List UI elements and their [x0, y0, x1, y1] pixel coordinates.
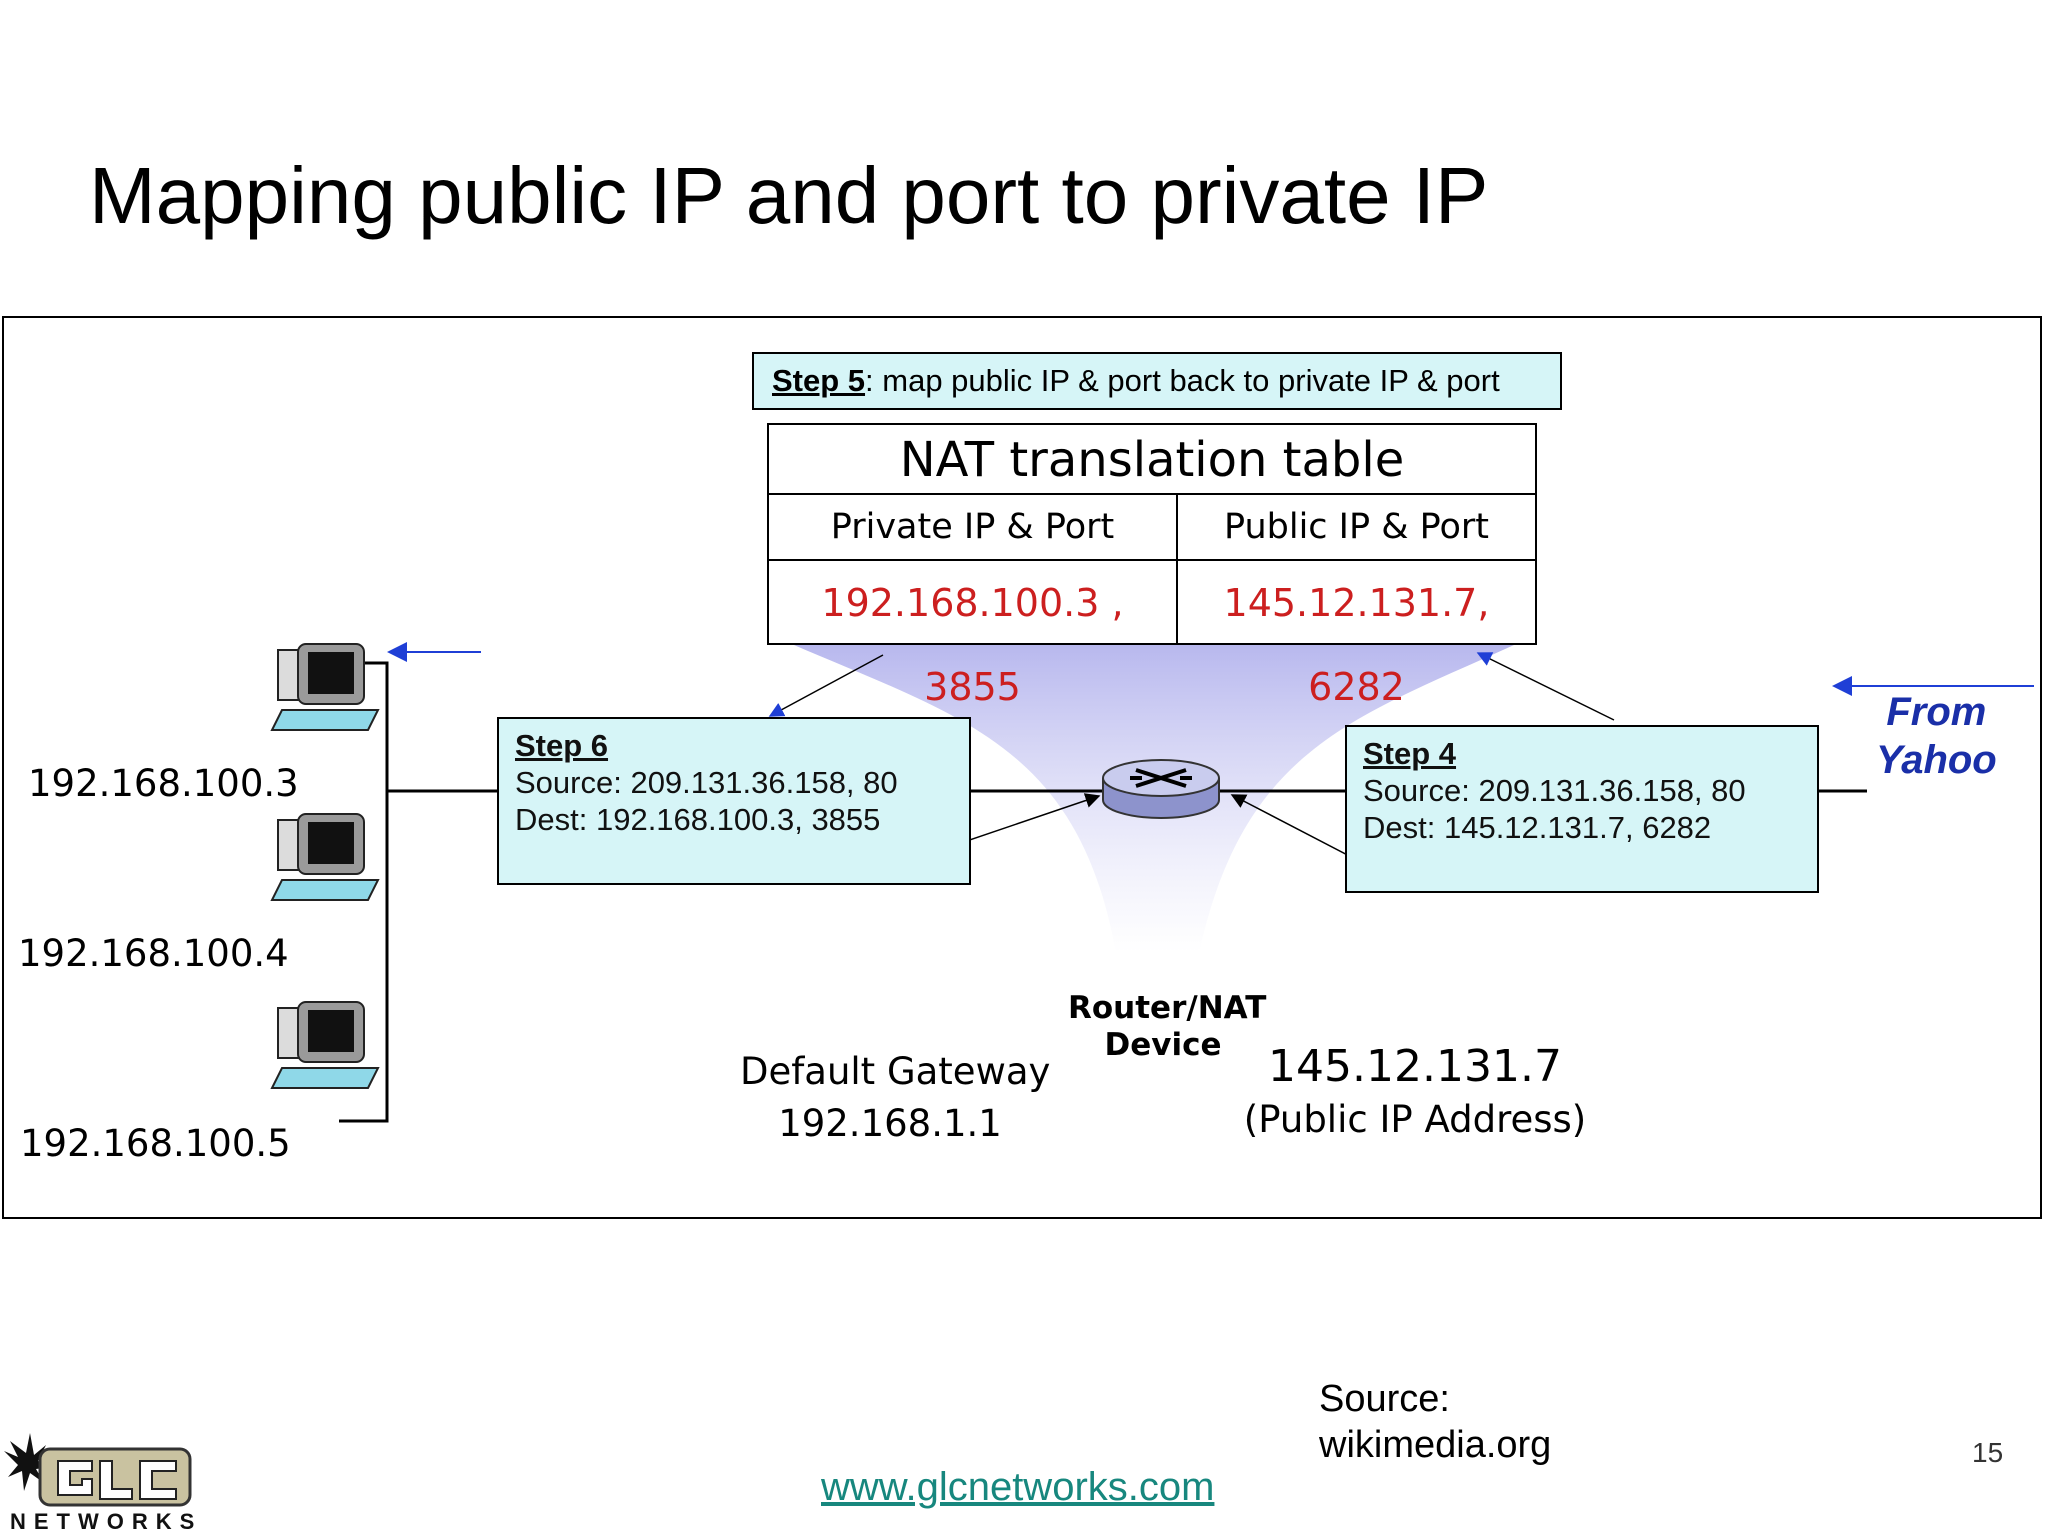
- gateway-ip: 192.168.1.1: [778, 1102, 1002, 1145]
- nat-cell-private: 192.168.100.3 , 3855: [821, 581, 1124, 709]
- router-label-line2: Device: [1104, 1027, 1222, 1063]
- host-ip-label: 192.168.100.3: [28, 762, 299, 805]
- nat-cell-public: 145.12.131.7, 6282: [1223, 581, 1490, 709]
- router-label-line1: Router/NAT: [1068, 990, 1267, 1026]
- logo-graphic: [4, 1433, 192, 1507]
- source-credit: Source: wikimedia.org: [1319, 1376, 1551, 1468]
- host3-link: [339, 791, 389, 1123]
- logo-wordmark: NETWORKS: [10, 1509, 203, 1534]
- nat-header-public: Public IP & Port: [1178, 495, 1535, 561]
- source-value: wikimedia.org: [1319, 1424, 1552, 1466]
- from-yahoo-line1: From: [1886, 690, 1987, 734]
- host-ip-label: 192.168.100.5: [20, 1122, 291, 1165]
- default-gateway-label: Default Gateway 192.168.1.1: [740, 1046, 1051, 1150]
- nat-translation-table: NAT translation table Private IP & Port …: [767, 423, 1537, 709]
- computer-icon: [270, 643, 380, 731]
- router-icon: [1102, 759, 1220, 819]
- nat-col-private: Private IP & Port 192.168.100.3 , 3855: [769, 495, 1178, 709]
- step4-box: Step 4 Source: 209.131.36.158, 80 Dest: …: [1345, 725, 1819, 893]
- step6-heading: Step 6: [515, 728, 609, 763]
- public-ip-caption: (Public IP Address): [1243, 1098, 1587, 1141]
- source-label: Source:: [1319, 1378, 1450, 1420]
- arrow-step4-to-table: [1476, 652, 1615, 721]
- computer-icon: [270, 813, 380, 901]
- step6-dest: Dest: 192.168.100.3, 3855: [515, 802, 881, 837]
- public-ip-label: 145.12.131.7 (Public IP Address): [1240, 1038, 1590, 1144]
- slide-title: Mapping public IP and port to private IP: [89, 151, 1489, 240]
- step4-heading: Step 4: [1363, 736, 1457, 771]
- page-number: 15: [1972, 1437, 2004, 1468]
- public-ip-value: 145.12.131.7: [1268, 1041, 1562, 1092]
- step6-box: Step 6 Source: 209.131.36.158, 80 Dest: …: [497, 717, 971, 885]
- nat-col-public: Public IP & Port 145.12.131.7, 6282: [1178, 495, 1535, 709]
- step5-heading: Step 5: [772, 363, 866, 398]
- nat-table-title: NAT translation table: [769, 425, 1535, 495]
- step6-source: Source: 209.131.36.158, 80: [515, 765, 898, 800]
- network-diagram: [270, 642, 2034, 1123]
- diagram-frame: [2, 316, 2042, 1219]
- computer-icon: [270, 1001, 380, 1089]
- step4-dest: Dest: 145.12.131.7, 6282: [1363, 810, 1712, 845]
- arrow-to-step6: [768, 654, 884, 717]
- step4-source: Source: 209.131.36.158, 80: [1363, 773, 1746, 808]
- step5-box: Step 5: map public IP & port back to pri…: [752, 352, 1562, 410]
- host-ip-label: 192.168.100.4: [18, 932, 289, 975]
- website-link[interactable]: www.glcnetworks.com: [821, 1465, 1215, 1509]
- nat-header-private: Private IP & Port: [769, 495, 1176, 561]
- from-yahoo-line2: Yahoo: [1876, 738, 1997, 782]
- from-yahoo-label: From Yahoo: [1876, 688, 1997, 784]
- gateway-label: Default Gateway: [740, 1050, 1051, 1093]
- glc-networks-logo: NETWORKS: [0, 1427, 200, 1536]
- router-label: Router/NAT Device: [1068, 990, 1267, 1064]
- step5-text: : map public IP & port back to private I…: [865, 363, 1500, 398]
